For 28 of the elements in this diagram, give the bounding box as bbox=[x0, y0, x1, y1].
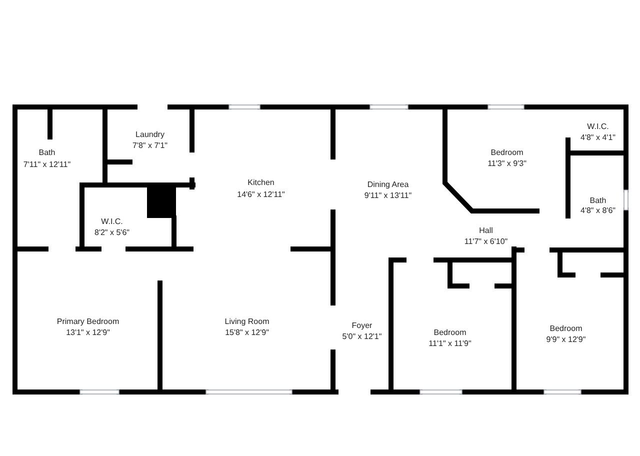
room-dimensions: 7'11" x 12'11" bbox=[23, 161, 71, 169]
room-dimensions: 4'8" x 8'6" bbox=[580, 207, 616, 215]
room-dimensions: 8'2" x 5'6" bbox=[94, 229, 130, 237]
room-name: Bedroom bbox=[550, 325, 582, 333]
room-dimensions: 11'1" x 11'9" bbox=[428, 340, 472, 348]
room-name: W.I.C. bbox=[587, 123, 609, 131]
room-dimensions: 9'9" x 12'9" bbox=[546, 336, 586, 344]
room-dimensions: 13'1" x 12'9" bbox=[66, 329, 110, 337]
room-dimensions: 4'8" x 4'1" bbox=[580, 134, 616, 142]
room-name: Laundry bbox=[136, 131, 164, 139]
room-name: Bath bbox=[38, 149, 56, 157]
room-name: Primary Bedroom bbox=[56, 318, 120, 326]
room-dimensions: 5'0" x 12'1" bbox=[342, 333, 382, 341]
room-dimensions: 11'7" x 6'10" bbox=[464, 238, 508, 246]
room-dimensions: 11'3" x 9'3" bbox=[488, 160, 526, 168]
room-dimensions: 9'11" x 13'11" bbox=[364, 192, 412, 200]
room-dimensions: 7'8" x 7'1" bbox=[132, 142, 168, 150]
room-name: Bath bbox=[590, 197, 606, 205]
room-name: Hall bbox=[479, 227, 493, 235]
room-name: Bedroom bbox=[434, 329, 466, 337]
room-dimensions: 15'8" x 12'9" bbox=[225, 329, 269, 337]
room-name: W.I.C. bbox=[101, 218, 123, 226]
room-dimensions: 14'6" x 12'11" bbox=[237, 191, 285, 199]
room-name: Dining Area bbox=[367, 181, 409, 189]
room-name: Bedroom bbox=[490, 149, 524, 157]
room-name: Living Room bbox=[224, 318, 270, 326]
room-name: Foyer bbox=[352, 322, 372, 330]
room-name: Kitchen bbox=[248, 179, 274, 187]
